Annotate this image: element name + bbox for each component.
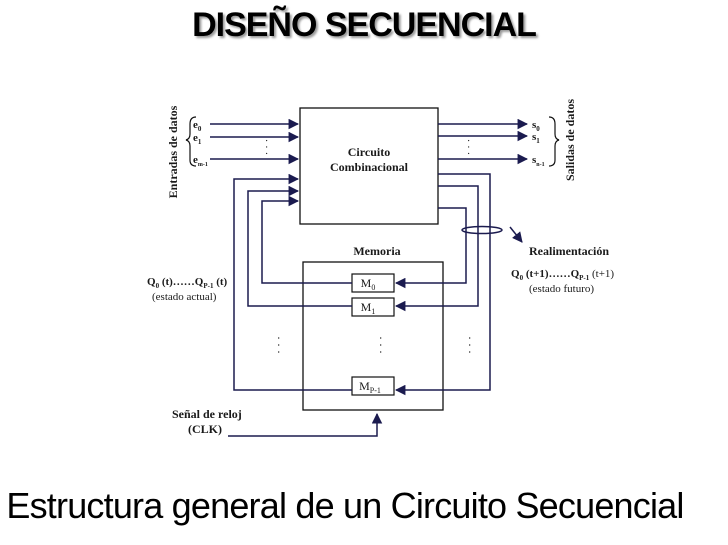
input-em-1: em-1: [193, 154, 208, 168]
output-s0: s0: [532, 119, 540, 133]
input-e1: e1: [193, 132, 202, 146]
svg-text:MP-1: MP-1: [359, 379, 381, 395]
outputs-dots: · · ·: [462, 139, 474, 156]
combinational-label-line2: Combinacional: [330, 160, 409, 174]
inputs-group: Entradas de datos e0 e1 em-1 · · ·: [166, 105, 272, 198]
output-s1: s1: [532, 131, 540, 145]
outputs-group-label: Salidas de datos: [563, 99, 577, 181]
inputs-dots: · · ·: [260, 139, 272, 156]
figure-caption: Estructura general de un Circuito Secuen…: [6, 485, 684, 526]
outputs-group: Salidas de datos s0 s1 sn-1 · · ·: [462, 99, 577, 181]
svg-text:M1: M1: [361, 300, 376, 316]
input-e0: e0: [193, 119, 202, 133]
memory-cell-mp-1: MP-1: [351, 376, 395, 396]
sequential-circuit-diagram: Circuito Combinacional Memoria M0 M1 MP-…: [147, 99, 614, 437]
memory-dots: · · ·: [374, 336, 388, 354]
memory-label: Memoria: [353, 244, 400, 258]
svg-text:M0: M0: [361, 276, 376, 292]
memory-cell-m0: M0: [351, 273, 395, 293]
current-state-desc: (estado actual): [152, 291, 217, 303]
clock-label-line2: (CLK): [188, 422, 222, 436]
current-state-dots: · · ·: [272, 336, 286, 354]
clock-label-line1: Señal de reloj: [172, 407, 242, 421]
future-state-desc: (estado futuro): [529, 283, 594, 295]
output-sn-1: sn-1: [532, 154, 545, 168]
memory-cell-m1: M1: [351, 297, 395, 317]
page-title: DISEÑO SECUENCIAL: [192, 6, 537, 44]
combinational-circuit-block: Circuito Combinacional: [299, 107, 439, 225]
wires: [210, 118, 529, 437]
inputs-group-label: Entradas de datos: [166, 105, 180, 198]
memory-block: Memoria M0 M1 MP-1 · · ·: [302, 244, 444, 411]
feedback-label: Realimentación: [529, 244, 609, 258]
future-state-dots: · · ·: [463, 336, 477, 354]
current-state-expression: Q0 (t)……QP-1 (t): [147, 276, 228, 290]
feedback-annotation: Realimentación Q0 (t+1)……QP-1 (t+1) (est…: [511, 244, 614, 295]
current-state-annotation: Q0 (t)……QP-1 (t) (estado actual): [147, 276, 228, 303]
future-state-expression: Q0 (t+1)……QP-1 (t+1): [511, 268, 614, 282]
clock-annotation: Señal de reloj (CLK): [172, 407, 242, 436]
combinational-label-line1: Circuito: [348, 145, 390, 159]
